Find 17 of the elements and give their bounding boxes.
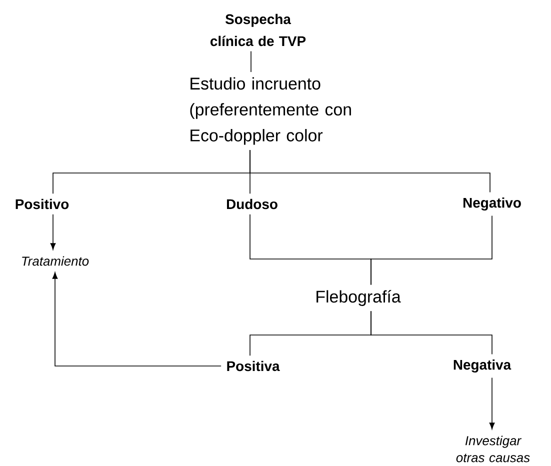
process-text: Flebografía (316, 290, 401, 306)
result-label: Positivo (16, 198, 69, 210)
heading-text: Sospecha clínica de TVP (210, 14, 306, 46)
result-label: Negativo (464, 197, 521, 211)
result-label: Negativa (454, 359, 512, 373)
outcome-text: Tratamiento (22, 256, 89, 266)
connector-line (370, 310, 492, 355)
result-label: Dudoso (227, 198, 278, 210)
result-label: Positiva (227, 360, 280, 372)
process-text: Estudio incruento (preferentemente con Eco-doppler color (190, 77, 351, 145)
arrow (52, 272, 222, 366)
outcome-text: Investigar otras causas (456, 436, 530, 462)
arrow (489, 377, 495, 430)
connector-line (250, 50, 252, 72)
connector-line (250, 150, 490, 193)
arrow (50, 214, 56, 250)
connector-line (370, 215, 492, 286)
